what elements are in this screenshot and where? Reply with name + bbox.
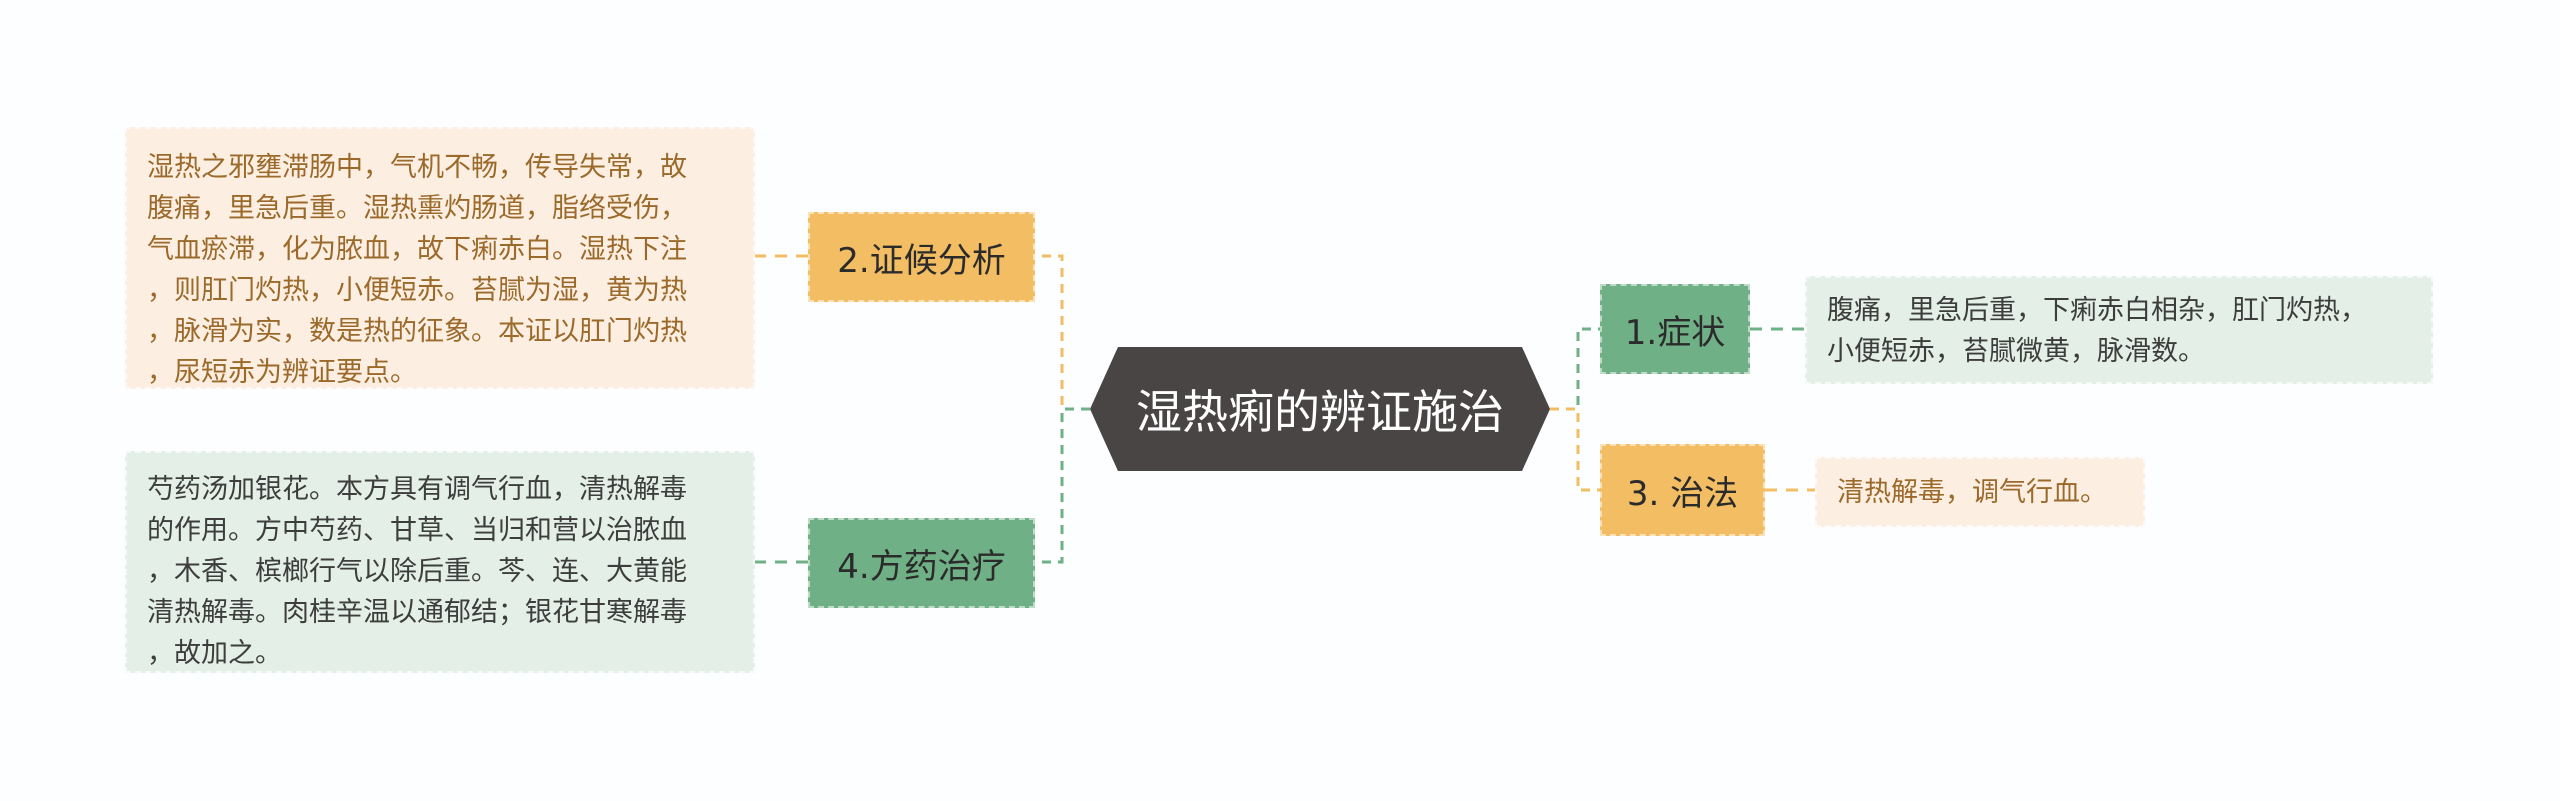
- leaf-prescription[interactable]: 芍药汤加银花。本方具有调气行血，清热解毒 的作用。方中芍药、甘草、当归和营以治脓…: [125, 451, 755, 673]
- center-title: 湿热痢的辨证施治: [1136, 385, 1504, 439]
- leaf-analysis-line: 气血瘀滞，化为脓血，故下痢赤白。湿热下注: [147, 234, 687, 265]
- branch-treatment-label: 3. 治法: [1626, 473, 1739, 514]
- leaf-treatment-line: 清热解毒，调气行血。: [1837, 477, 2107, 508]
- leaf-prescription-line: 的作用。方中芍药、甘草、当归和营以治脓血: [147, 515, 687, 546]
- leaf-prescription-line: 清热解毒。肉桂辛温以通郁结；银花甘寒解毒: [147, 597, 687, 628]
- leaf-analysis-line: 湿热之邪壅滞肠中，气机不畅，传导失常，故: [147, 152, 687, 183]
- leaf-symptoms-line: 腹痛，里急后重，下痢赤白相杂，肛门灼热，: [1827, 295, 2367, 326]
- leaf-prescription-line: 芍药汤加银花。本方具有调气行血，清热解毒: [147, 474, 687, 505]
- branch-prescription[interactable]: 4.方药治疗: [808, 518, 1035, 608]
- link-center-analysis: [1035, 254, 1090, 411]
- link-center-treatment: [1550, 407, 1600, 492]
- link-center-prescription: [1035, 407, 1090, 564]
- branch-symptoms[interactable]: 1.症状: [1600, 284, 1750, 374]
- leaf-symptoms-line: 小便短赤，苔腻微黄，脉滑数。: [1827, 336, 2205, 367]
- center-topic[interactable]: 湿热痢的辨证施治: [1090, 347, 1550, 471]
- link-center-symptoms: [1550, 327, 1600, 411]
- leaf-analysis[interactable]: 湿热之邪壅滞肠中，气机不畅，传导失常，故 腹痛，里急后重。湿热熏灼肠道，脂络受伤…: [125, 127, 755, 389]
- leaf-analysis-line: 腹痛，里急后重。湿热熏灼肠道，脂络受伤，: [147, 193, 687, 224]
- branch-treatment[interactable]: 3. 治法: [1600, 444, 1765, 536]
- branch-analysis[interactable]: 2.证候分析: [808, 212, 1035, 302]
- leaf-treatment[interactable]: 清热解毒，调气行血。: [1815, 457, 2145, 527]
- branch-analysis-label: 2.证候分析: [837, 240, 1006, 281]
- leaf-symptoms[interactable]: 腹痛，里急后重，下痢赤白相杂，肛门灼热， 小便短赤，苔腻微黄，脉滑数。: [1805, 276, 2433, 384]
- leaf-prescription-line: ，故加之。: [147, 638, 282, 669]
- leaf-prescription-line: ，木香、槟榔行气以除后重。芩、连、大黄能: [147, 556, 687, 587]
- leaf-analysis-line: ，脉滑为实，数是热的征象。本证以肛门灼热: [147, 316, 687, 347]
- leaf-analysis-line: ，尿短赤为辨证要点。: [147, 357, 417, 388]
- branch-symptoms-label: 1.症状: [1624, 312, 1726, 353]
- leaf-analysis-line: ，则肛门灼热，小便短赤。苔腻为湿，黄为热: [147, 275, 687, 306]
- branch-prescription-label: 4.方药治疗: [837, 546, 1006, 587]
